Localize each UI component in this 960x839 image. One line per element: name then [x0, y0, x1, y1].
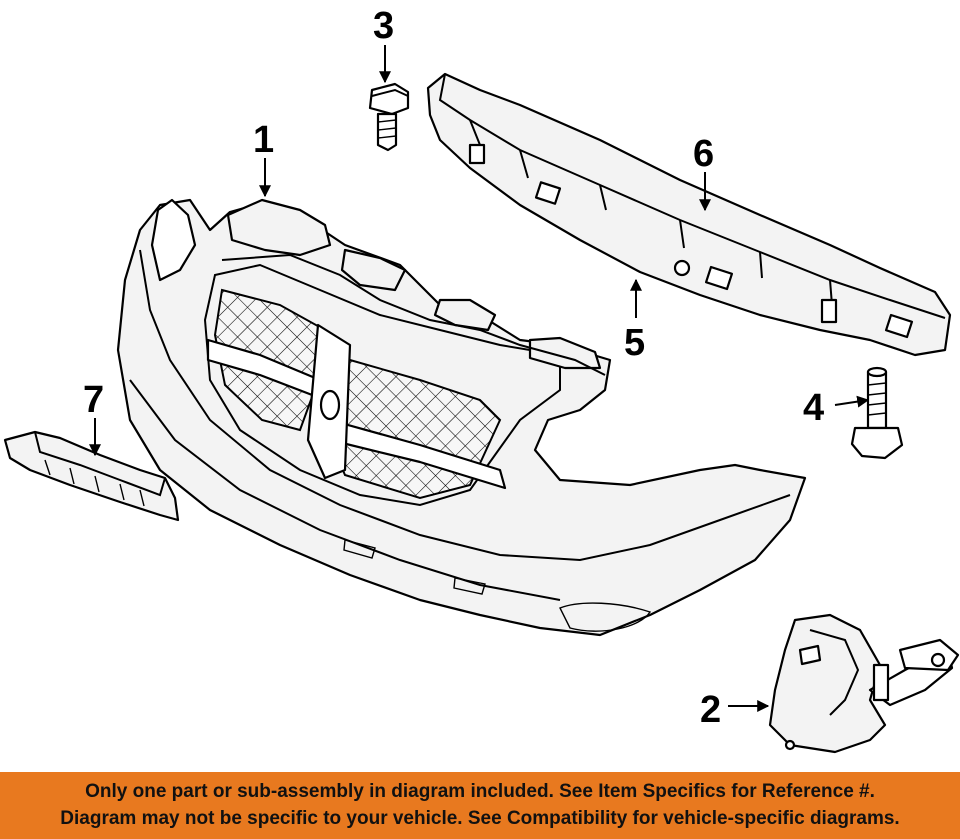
parts-diagram: 1 2 3 4 5 6 7	[3, 5, 960, 754]
grille	[206, 198, 606, 500]
part-4-bolt	[850, 366, 904, 460]
arrow-4	[834, 395, 870, 408]
callout-4: 4	[803, 387, 824, 429]
callout-5: 5	[624, 322, 645, 364]
part-7-impact-absorber	[3, 430, 180, 522]
callout-2: 2	[700, 689, 721, 731]
leader-arrows	[89, 45, 870, 712]
callout-7: 7	[83, 379, 104, 421]
part-3-bolt	[368, 82, 410, 152]
callout-1: 1	[253, 119, 274, 161]
disclaimer-banner: Only one part or sub-assembly in diagram…	[0, 772, 960, 839]
disclaimer-line-1: Only one part or sub-assembly in diagram…	[85, 781, 875, 802]
callout-6: 6	[693, 133, 714, 175]
disclaimer-line-2: Diagram may not be specific to your vehi…	[60, 808, 900, 829]
part-6-reinforcement-bar	[426, 72, 952, 357]
callout-3: 3	[373, 5, 394, 47]
part-2-bracket	[768, 613, 960, 754]
